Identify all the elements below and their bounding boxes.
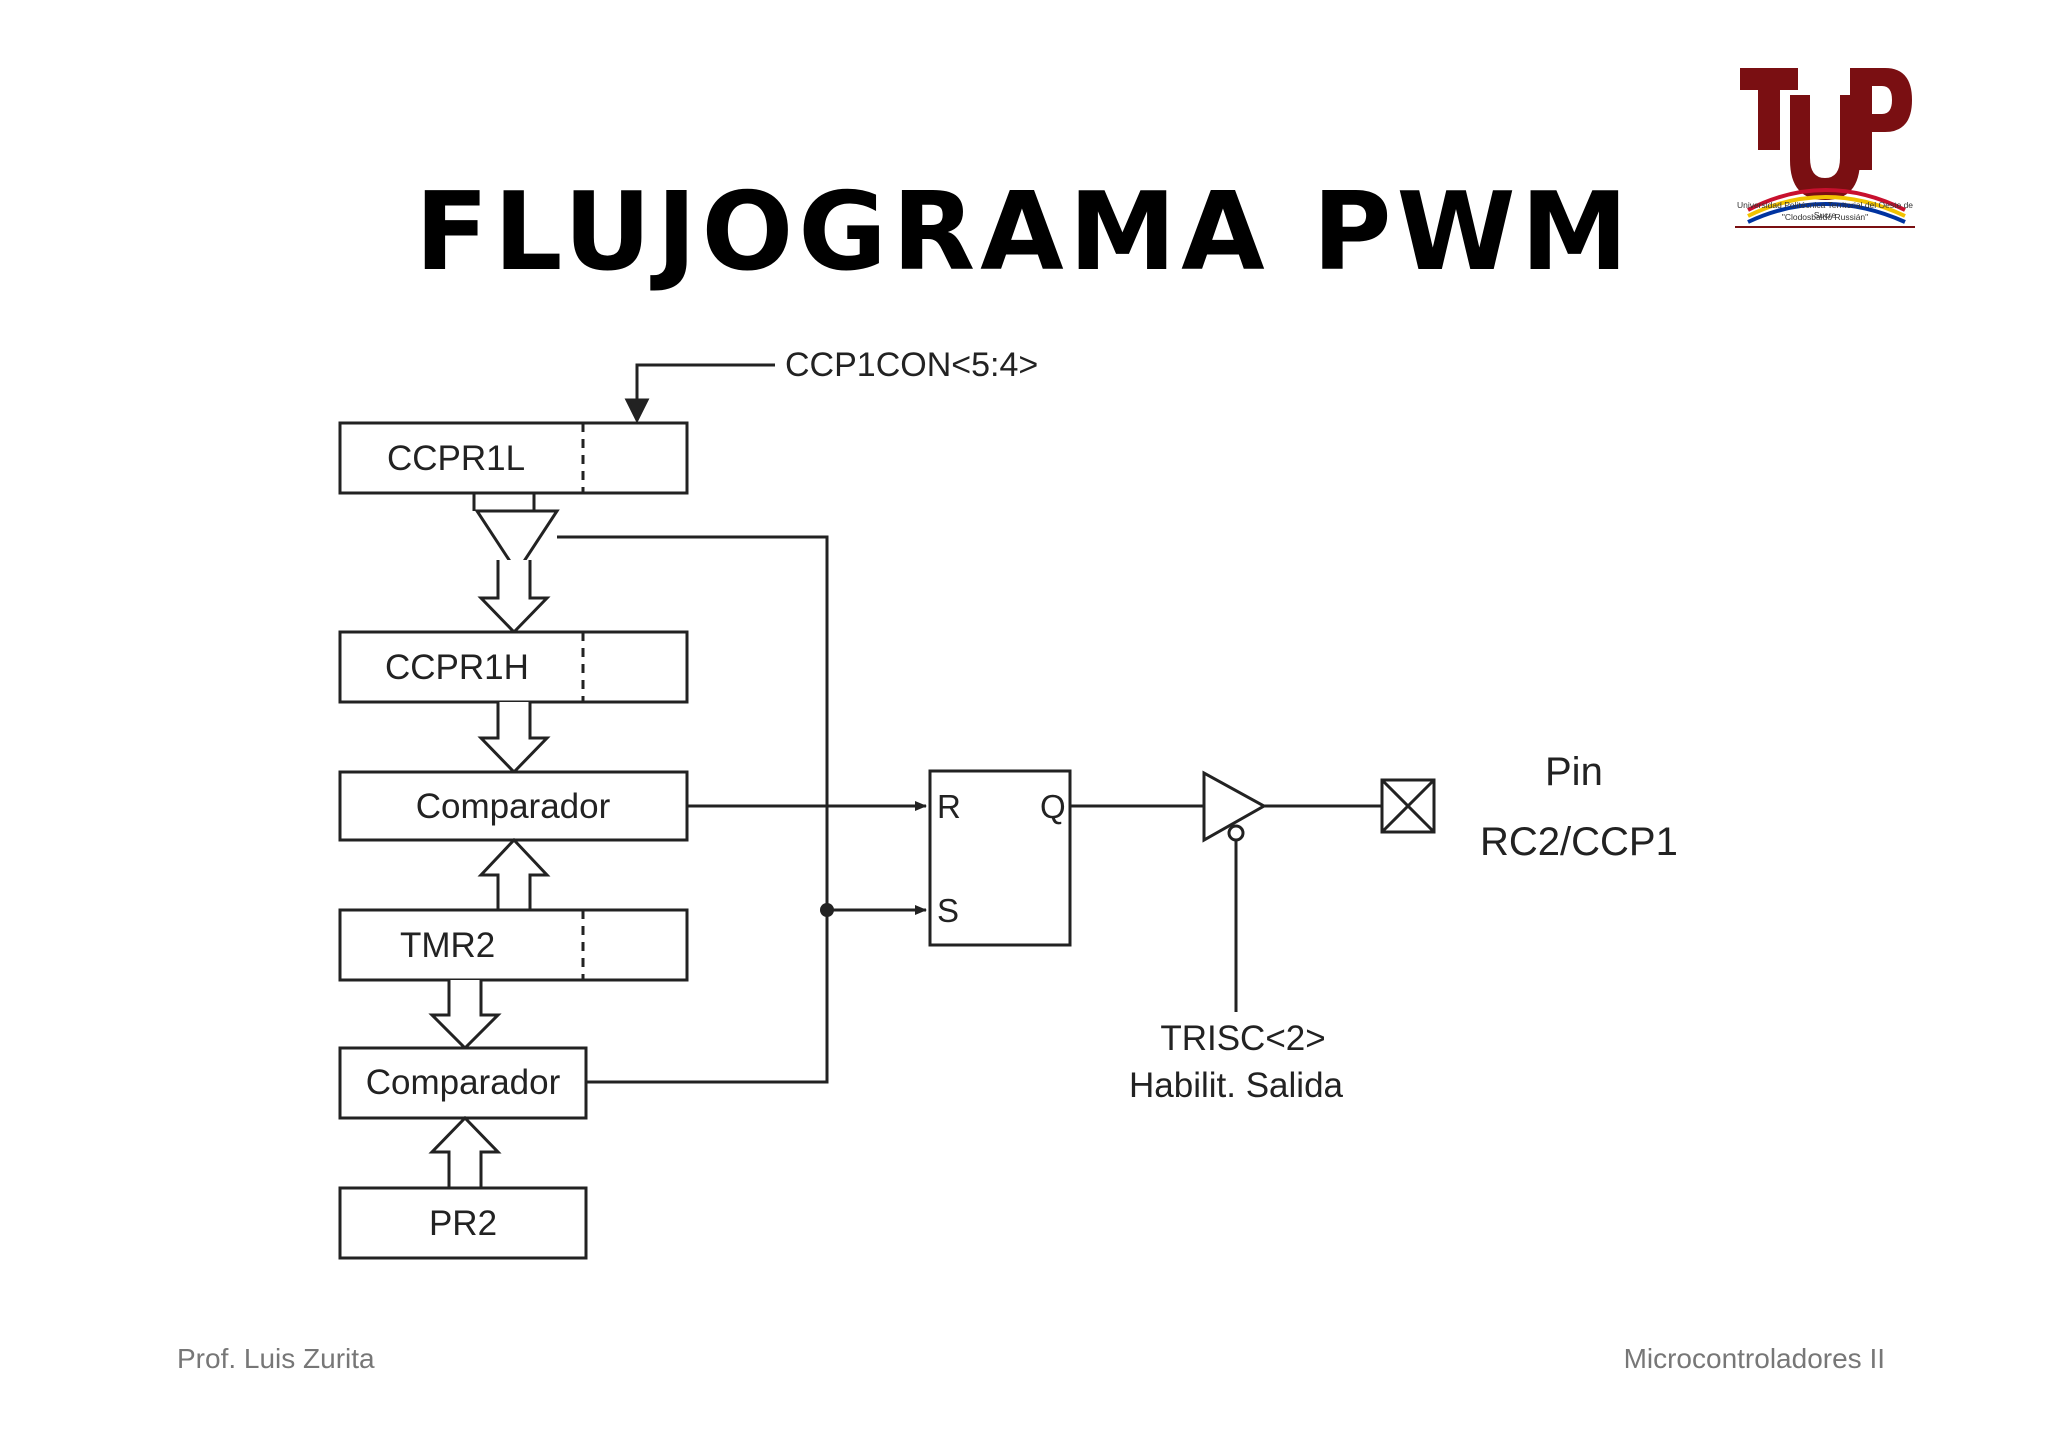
comparator1-label: Comparador bbox=[416, 787, 611, 826]
trisc-label: TRISC<2> bbox=[1160, 1019, 1325, 1058]
ccpr1h-label: CCPR1H bbox=[385, 648, 529, 687]
bus-arrow-ccpr1l-ccpr1h bbox=[477, 560, 551, 635]
comparator2-label: Comparador bbox=[366, 1063, 561, 1102]
ccp1con-arrowhead bbox=[624, 398, 650, 424]
bus-arrow-tmr2-comparator1 bbox=[477, 837, 551, 910]
ccpr1l-register bbox=[338, 421, 689, 495]
pin-name-label: RC2/CCP1 bbox=[1480, 820, 1678, 864]
university-logo bbox=[1740, 68, 1912, 224]
rs-flipflop bbox=[928, 769, 1072, 947]
logo-caption-line1: Universidad Politécnica Territorial del … bbox=[1736, 200, 1914, 220]
flipflop-q-label: Q bbox=[1040, 788, 1066, 825]
ccp1con-label: CCP1CON<5:4> bbox=[785, 346, 1038, 384]
logo-underline bbox=[1735, 226, 1915, 228]
pr2-register bbox=[338, 1186, 588, 1260]
logo-letters bbox=[1740, 68, 1912, 200]
set-junction-dot bbox=[820, 903, 834, 917]
comparator2-box bbox=[338, 1046, 588, 1120]
tmr2-register bbox=[338, 908, 689, 982]
reset-feedback-line bbox=[557, 535, 829, 1084]
bus-arrow-pr2-comparator2 bbox=[428, 1115, 502, 1188]
footer-author: Prof. Luis Zurita bbox=[177, 1343, 375, 1374]
pr2-label: PR2 bbox=[429, 1204, 497, 1243]
footer-course: Microcontroladores II bbox=[1623, 1343, 1885, 1374]
enable-label: Habilit. Salida bbox=[1129, 1066, 1344, 1105]
pin-label: Pin bbox=[1545, 750, 1603, 794]
bus-arrow-ccpr1h-comparator bbox=[477, 702, 551, 775]
flipflop-r-label: R bbox=[937, 788, 961, 825]
tmr2-label: TMR2 bbox=[400, 926, 495, 965]
bus-arrow-tmr2-comparator2 bbox=[428, 980, 502, 1051]
comparator1-box bbox=[338, 770, 689, 842]
ccpr1h-register bbox=[338, 630, 689, 704]
latch-triangle bbox=[474, 509, 560, 575]
slide-title: FLUJOGRAMA PWM bbox=[414, 170, 1634, 295]
flipflop-s-label: S bbox=[937, 892, 959, 929]
ccpr1l-bus-stub bbox=[472, 493, 536, 511]
logo-caption-line2: "Clodosbaldo Russián" bbox=[1781, 212, 1869, 222]
output-enable-bubble bbox=[1227, 824, 1245, 842]
ccpr1l-label: CCPR1L bbox=[387, 439, 525, 478]
output-buffer bbox=[1202, 770, 1268, 843]
ccp1con-line bbox=[635, 363, 775, 410]
pin-cross-b bbox=[1380, 778, 1436, 834]
